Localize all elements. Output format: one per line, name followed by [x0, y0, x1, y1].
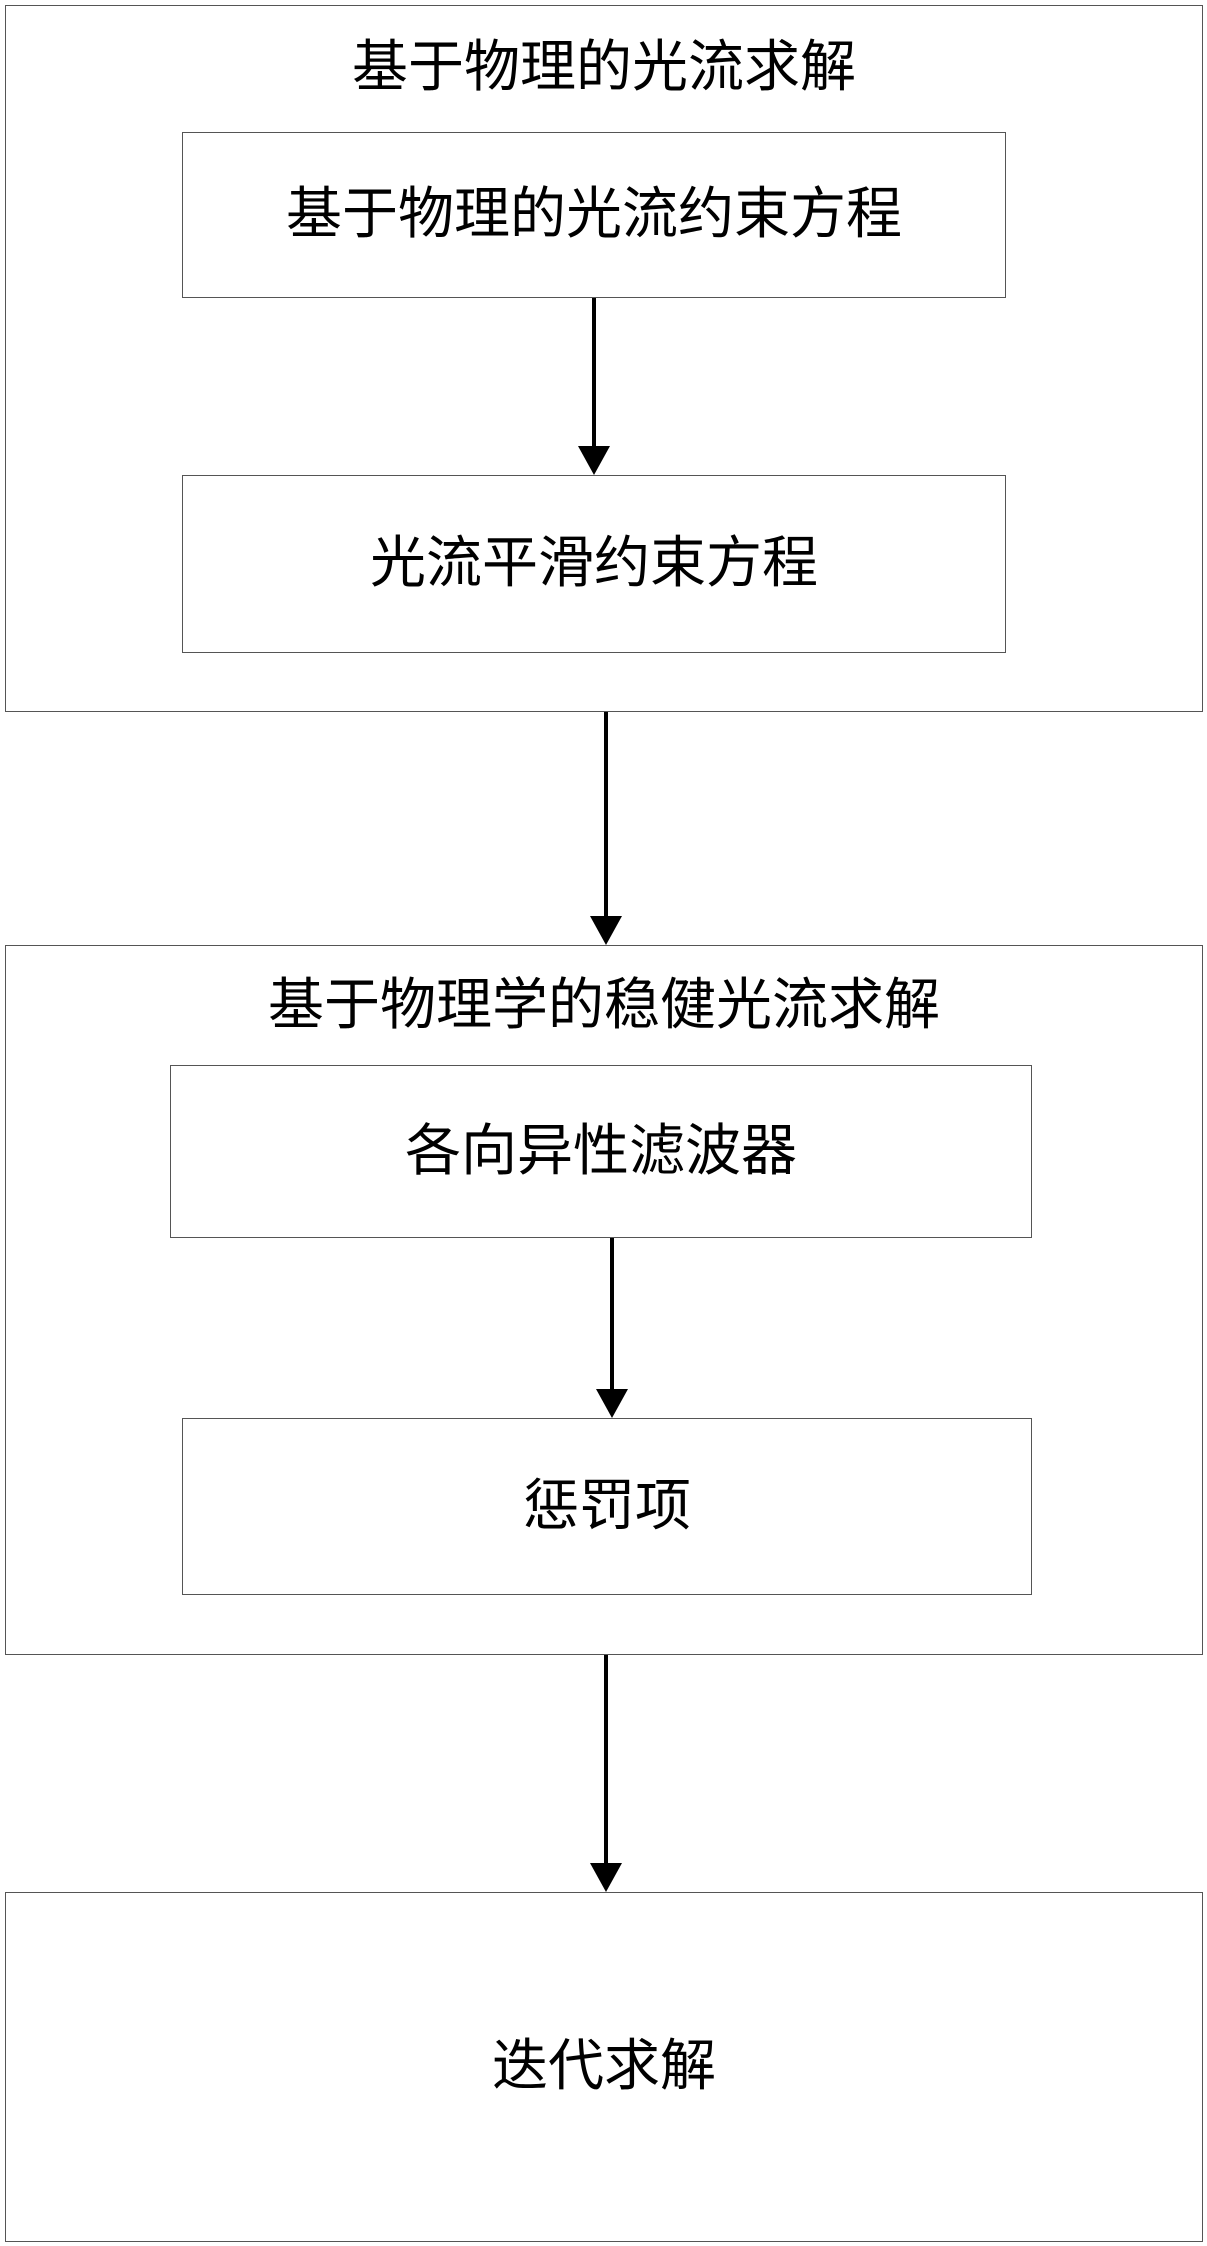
node-penalty-term-label: 惩罚项 [523, 1473, 691, 1539]
arrow-group2-to-final [590, 1655, 622, 1892]
arrow-group1-to-group2 [590, 712, 622, 945]
node-iterative-solution-label: 迭代求解 [492, 2034, 716, 2099]
node-physics-constraint-equation: 基于物理的光流约束方程 [182, 132, 1006, 298]
node-physics-constraint-equation-label: 基于物理的光流约束方程 [286, 182, 902, 247]
node-penalty-term: 惩罚项 [182, 1418, 1032, 1595]
node-smoothness-constraint-equation: 光流平滑约束方程 [182, 475, 1006, 653]
node-smoothness-constraint-equation-label: 光流平滑约束方程 [370, 531, 818, 596]
group-physics-optical-flow-title: 基于物理的光流求解 [352, 35, 856, 100]
node-anisotropic-filter-label: 各向异性滤波器 [405, 1118, 797, 1184]
node-iterative-solution: 迭代求解 [5, 1892, 1203, 2242]
node-anisotropic-filter: 各向异性滤波器 [170, 1065, 1032, 1238]
group-robust-optical-flow-title: 基于物理学的稳健光流求解 [268, 973, 940, 1038]
